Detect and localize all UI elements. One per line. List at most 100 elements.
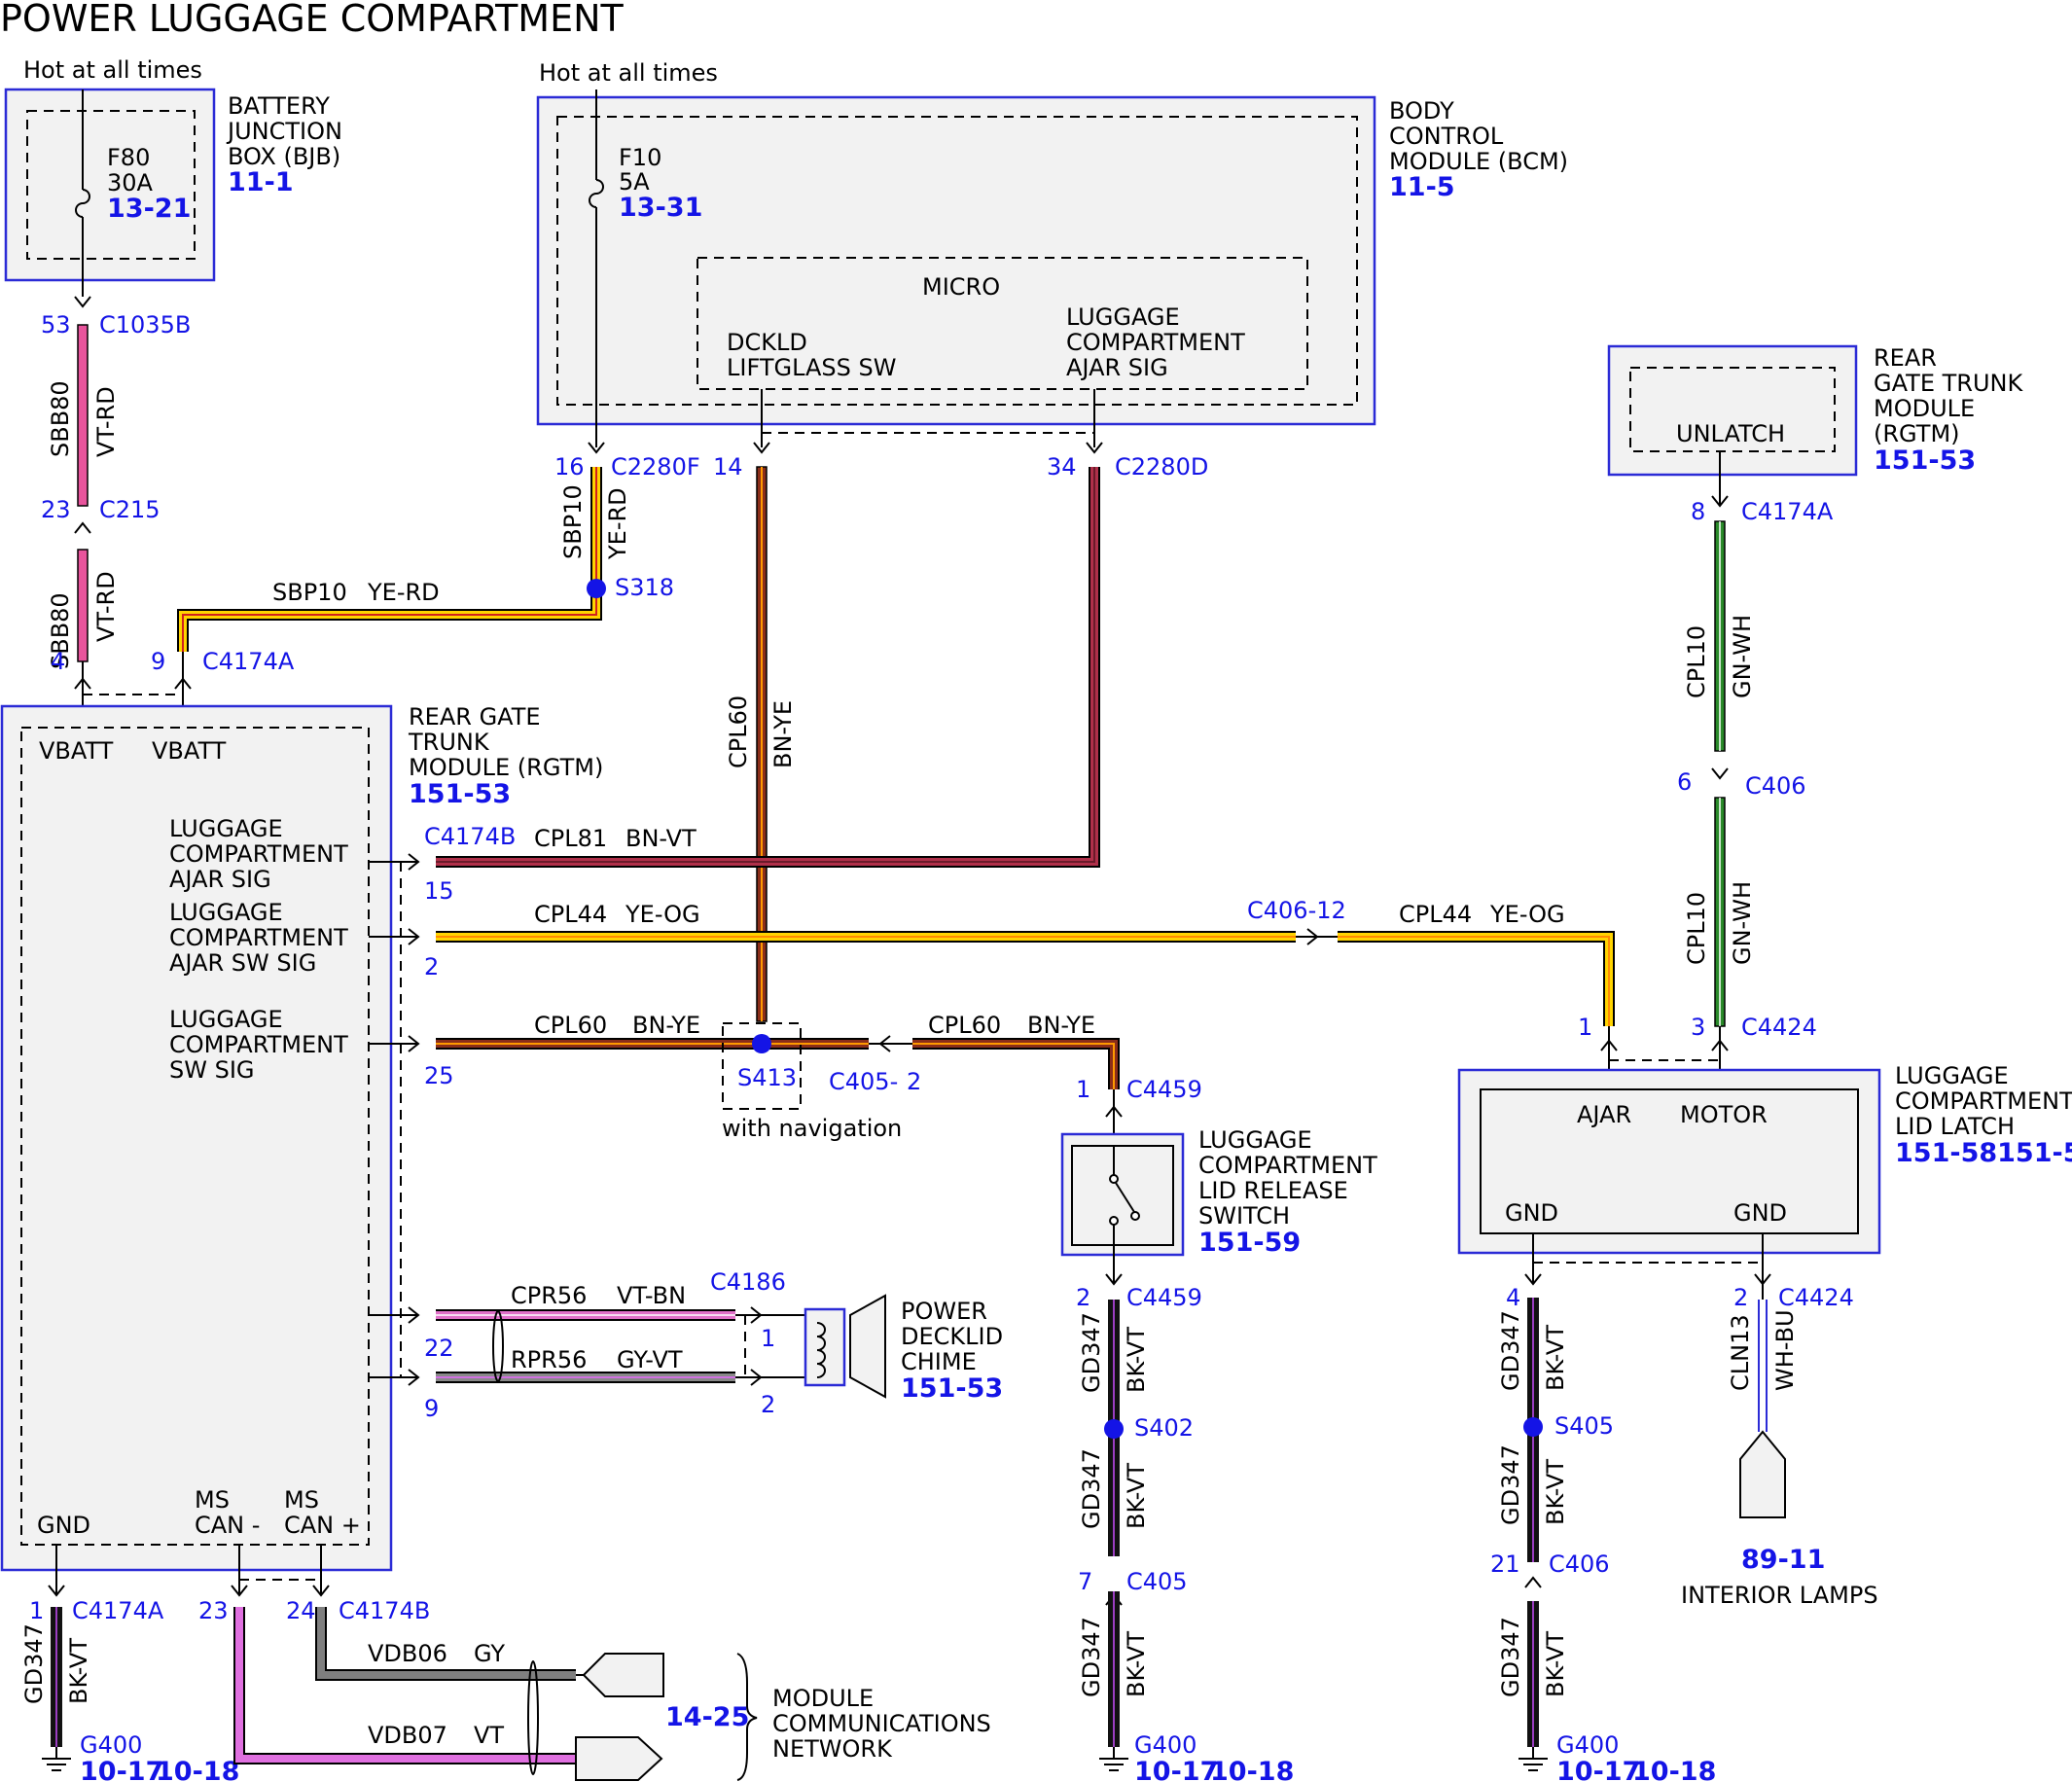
pin-8: 8 (1691, 498, 1705, 525)
lamps-name: INTERIOR LAMPS (1681, 1582, 1878, 1609)
network-ref: 14-25 (665, 1702, 749, 1732)
wire-label-gyvt: GY-VT (617, 1346, 683, 1373)
wire-label-vtrd-a: VT-RD (92, 386, 120, 457)
rgtm-mscan-p-2: CAN + (284, 1512, 361, 1539)
conn-c4174a-top: C4174A (202, 648, 295, 675)
bjb-inner (26, 110, 196, 260)
bjb-box (4, 88, 216, 282)
release-ref: 151-59 (1198, 1228, 1301, 1258)
rgtm-name-3: MODULE (RGTM) (409, 754, 603, 781)
conn-c4186: C4186 (710, 1268, 786, 1296)
ground-g400-right: G400 (1556, 1731, 1619, 1759)
pin-2e: 2 (1733, 1284, 1748, 1311)
ground-ref-a-right: 10-17 (1556, 1757, 1640, 1782)
bcm-pin-a-2: LIFTGLASS SW (727, 354, 897, 381)
wire-label-yeog-a: YE-OG (625, 901, 700, 928)
switch-icon (1109, 1174, 1119, 1184)
brace-icon (736, 1653, 758, 1781)
conn-c1035b: C1035B (99, 311, 191, 339)
pin-21: 21 (1490, 1550, 1520, 1578)
conn-c4174b-bottom: C4174B (339, 1597, 430, 1624)
rgtm-top-inner (1629, 367, 1836, 452)
wire-label-whbu: WH-BU (1771, 1309, 1799, 1391)
wire-label-vtrd-b: VT-RD (92, 571, 120, 642)
conn-c406-bottom: C406 (1549, 1550, 1610, 1578)
rgtm-sig3-2: COMPARTMENT (169, 1031, 348, 1058)
wire-label-gd347-s3: GD347 (1078, 1617, 1105, 1697)
wire-sbp10 (177, 467, 602, 652)
conn-c4424-bottom: C4424 (1778, 1284, 1854, 1311)
bjb-name-2: JUNCTION (226, 118, 342, 145)
pin-34: 34 (1047, 453, 1077, 481)
wire-label-sbb80-a: SBB80 (47, 380, 74, 457)
conn-c4459-top: C4459 (1126, 1076, 1202, 1103)
splice-s318 (587, 579, 606, 598)
rgtm-sig1-3: AJAR SIG (169, 866, 271, 893)
pin-6: 6 (1677, 768, 1692, 796)
wire-label-sbp10-v: SBP10 (559, 484, 587, 559)
wire-label-cpr56: CPR56 (511, 1282, 587, 1309)
bjb-ref: 11-1 (228, 167, 294, 197)
wire-label-cpl10-b: CPL10 (1683, 892, 1710, 965)
s413-dashed-box (722, 1022, 802, 1110)
pin-2-chime: 2 (761, 1391, 775, 1418)
wire-label-yerd-v: YE-RD (604, 487, 631, 560)
conn-c215: C215 (99, 496, 161, 523)
fuse-icon (75, 189, 90, 218)
pin-2-c4459: 2 (1076, 1284, 1090, 1311)
wire-label-vdb07: VDB07 (368, 1722, 447, 1749)
release-name-4: SWITCH (1198, 1202, 1290, 1230)
conn-c405-2: C405- (829, 1068, 898, 1095)
bjb-amp: 30A (107, 169, 154, 196)
wire-label-cpl81: CPL81 (534, 825, 607, 852)
wire-sbb80-lower (77, 549, 89, 662)
release-name-1: LUGGAGE (1198, 1126, 1312, 1154)
rgtm-sig3-3: SW SIG (169, 1056, 255, 1084)
rgtm-mscan-p-1: MS (284, 1486, 319, 1514)
wire-label-bkvt-l3: BK-VT (1542, 1631, 1569, 1697)
pin-7: 7 (1078, 1568, 1092, 1595)
rgtm-sig2-1: LUGGAGE (169, 899, 283, 926)
rgtm-mscan-m-2: CAN - (195, 1512, 260, 1539)
pin-22: 22 (424, 1335, 454, 1362)
wire-label-cpl10-a: CPL10 (1683, 625, 1710, 698)
wire-sbb80-upper (77, 324, 89, 507)
conn-c4174a-bottom: C4174A (72, 1597, 164, 1624)
pin-23-can: 23 (198, 1597, 229, 1624)
wire-label-bkvt-s3: BK-VT (1123, 1631, 1150, 1697)
wire-label-sbp10-h: SBP10 (272, 579, 347, 606)
bjb-fuse: F80 (107, 144, 150, 171)
network-name-1: MODULE (772, 1685, 874, 1712)
chime-box (804, 1307, 846, 1387)
wire-label-bkvt-l2: BK-VT (1542, 1459, 1569, 1525)
wire-label-gnwh-b: GN-WH (1729, 881, 1756, 965)
latch-inner (1480, 1088, 1859, 1234)
wire-label-gd347-r: GD347 (20, 1623, 48, 1704)
conn-c4459-bottom: C4459 (1126, 1284, 1202, 1311)
wire-label-gd347-s2: GD347 (1078, 1448, 1105, 1529)
interior-lamps-arrow-icon (1739, 1430, 1786, 1518)
ground-ref-a-mid: 10-17 (1134, 1757, 1218, 1782)
rgtm-box (0, 704, 393, 1572)
network-connector-upper-icon (582, 1653, 664, 1697)
rgtm-sig2-3: AJAR SW SIG (169, 949, 316, 977)
rgtm-mscan-m-1: MS (195, 1486, 230, 1514)
bcm-box (536, 95, 1376, 426)
pin-53: 53 (41, 311, 71, 339)
wire-label-vdb06: VDB06 (368, 1640, 447, 1667)
bcm-name-1: BODY (1389, 97, 1454, 125)
latch-name-3: LID LATCH (1895, 1113, 2015, 1140)
pin-1-chime: 1 (761, 1325, 775, 1352)
wire-label-gy: GY (474, 1640, 505, 1667)
wire-label-cln13: CLN13 (1727, 1314, 1754, 1391)
ground-ref-b-left: 10-18 (156, 1757, 239, 1782)
conn-c4424-top: C4424 (1741, 1014, 1817, 1041)
conn-c405: C405 (1126, 1568, 1188, 1595)
ground-g400-left: G400 (80, 1731, 142, 1759)
rgtm-inner (20, 727, 370, 1546)
conn-c406-right: C406 (1745, 772, 1806, 800)
splice-s318-label: S318 (615, 574, 674, 601)
wire-label-bkvt-s2: BK-VT (1123, 1463, 1150, 1529)
pin-14: 14 (713, 453, 743, 481)
rgtm-sig3-1: LUGGAGE (169, 1006, 283, 1033)
